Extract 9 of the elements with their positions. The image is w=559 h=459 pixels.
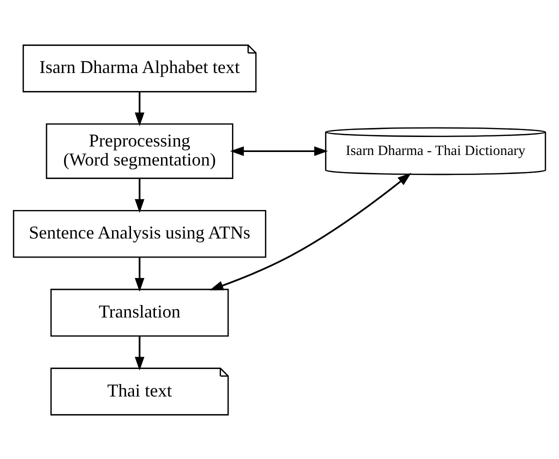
node-box: Sentence Analysis using ATNs (12, 209, 266, 258)
arrow (134, 336, 144, 370)
arrow (134, 256, 144, 292)
arrow (210, 172, 412, 290)
node-box: Translation (50, 288, 229, 336)
arrow (134, 178, 144, 212)
arrow (134, 92, 144, 126)
arrow (230, 146, 328, 156)
node-box: Preprocessing (Word segmentation) (46, 122, 234, 178)
